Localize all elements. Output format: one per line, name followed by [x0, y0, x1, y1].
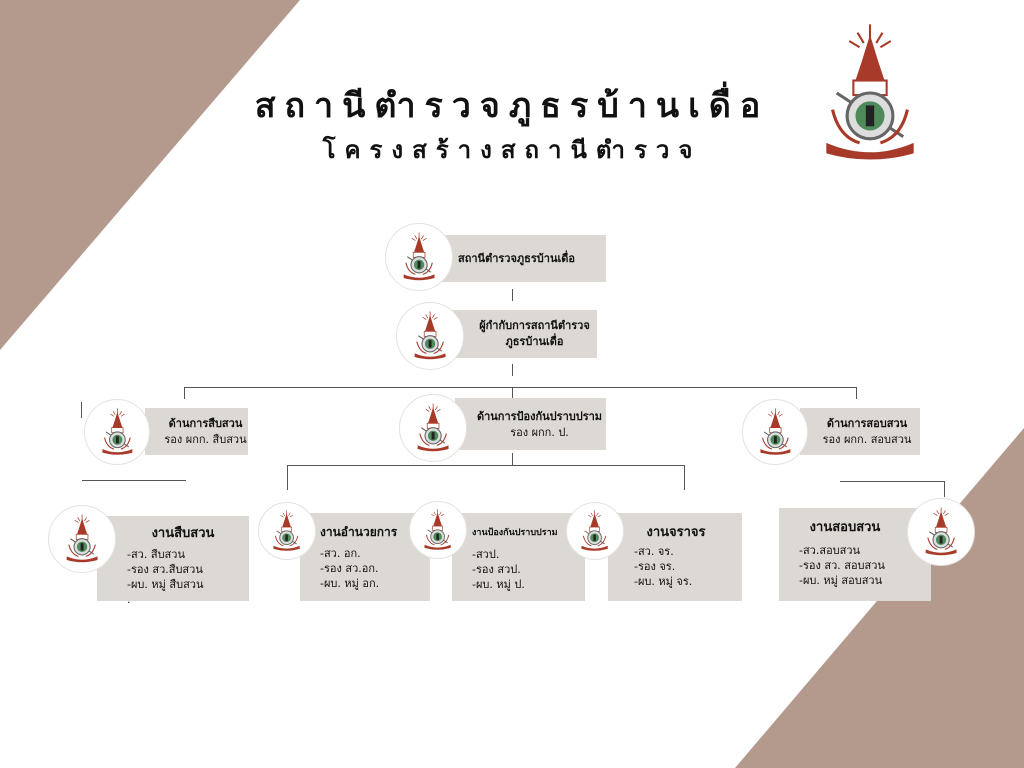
deputy-node-investigation: ด้านการสืบสวน รอง ผกก. สืบสวน — [145, 408, 248, 455]
connector-line — [684, 465, 685, 490]
unit-item: -รอง สว.อก. — [320, 562, 379, 575]
deputy-title: ด้านการสืบสวน — [168, 417, 243, 430]
emblem-icon — [566, 502, 624, 560]
deputy-subtitle: รอง ผกก. สอบสวน — [822, 433, 912, 446]
connector-line — [287, 465, 288, 490]
unit-item: -รอง สวป. — [472, 563, 521, 576]
deputy-subtitle: รอง ผกก. สืบสวน — [164, 433, 247, 446]
connector-line — [287, 465, 685, 466]
emblem-icon — [396, 302, 464, 370]
unit-item: -รอง สว.สืบสวน — [127, 563, 203, 576]
unit-item: -สว.สอบสวน — [799, 544, 861, 557]
emblem-icon — [385, 223, 453, 291]
unit-item: -ผบ. หมู่ สอบสวน — [799, 574, 883, 587]
emblem-icon — [742, 399, 808, 465]
emblem-icon — [399, 394, 467, 462]
unit-node-prevention: งานป้องกันปราบปราม -สวป. -รอง สวป. -ผบ. … — [452, 513, 585, 601]
unit-node-administration: งานอำนวยการ -สว. อก. -รอง สว.อก. -ผบ. หม… — [300, 513, 430, 601]
connector-line — [512, 364, 513, 376]
unit-title: งานสอบสวน — [809, 520, 881, 535]
unit-title: งานป้องกันปราบปราม — [472, 528, 558, 538]
unit-item: -ผบ. หมู่ จร. — [634, 575, 693, 588]
unit-item: -ผบ. หมู่ สืบสวน — [127, 578, 204, 591]
emblem-icon — [48, 505, 116, 573]
unit-item: -สว. อก. — [320, 547, 361, 560]
police-emblem-logo — [818, 18, 922, 168]
commander-title-line2: ภูธรบ้านเดื่อ — [505, 335, 564, 348]
unit-item: -ผบ. หมู่ อก. — [320, 577, 380, 590]
commander-title-line1: ผู้กำกับการสถานีตำรวจ — [479, 319, 590, 332]
emblem-icon — [258, 502, 316, 560]
unit-node-investigation: งานสืบสวน -สว. สืบสวน -รอง สว.สืบสวน -ผบ… — [97, 516, 249, 606]
connector-line — [81, 402, 82, 418]
unit-item: -ผบ. หมู่ ป. — [472, 578, 525, 591]
page-title: สถานีตำรวจภูธรบ้านเดื่อ — [254, 86, 770, 126]
unit-title: งานสืบสวน — [151, 526, 215, 541]
page-subtitle: โครงสร้างสถานีตำรวจ — [322, 135, 702, 164]
root-label: สถานีตำรวจภูธรบ้านเดื่อ — [458, 251, 575, 265]
unit-item: -รอง สว. สอบสวน — [799, 559, 885, 572]
unit-node-traffic: งานจราจร -สว. จร. -รอง จร. -ผบ. หมู่ จร. — [608, 513, 742, 601]
connector-line — [512, 289, 513, 301]
deputy-node-inquiry: ด้านการสอบสวน รอง ผกก. สอบสวน — [800, 408, 920, 455]
emblem-icon — [907, 498, 975, 566]
connector-line — [512, 387, 513, 399]
connector-line — [82, 480, 186, 481]
unit-item: -สว. จร. — [634, 545, 674, 558]
deputy-title: ด้านการสอบสวน — [826, 417, 908, 430]
top-left-triangle — [0, 0, 300, 350]
emblem-icon — [409, 501, 467, 559]
unit-node-inquiry: งานสอบสวน -สว.สอบสวน -รอง สว. สอบสวน -ผบ… — [779, 508, 931, 601]
root-node: สถานีตำรวจภูธรบ้านเดื่อ — [440, 235, 606, 282]
emblem-icon — [84, 399, 150, 465]
unit-title: งานอำนวยการ — [320, 525, 398, 539]
connector-line — [840, 481, 944, 482]
deputy-subtitle: รอง ผกก. ป. — [510, 425, 569, 439]
commander-node: ผู้กำกับการสถานีตำรวจ ภูธรบ้านเดื่อ — [450, 310, 597, 358]
unit-item: -รอง จร. — [634, 560, 676, 573]
unit-item: . — [127, 593, 131, 606]
deputy-title: ด้านการป้องกันปราบปราม — [476, 409, 603, 423]
unit-title: งานจราจร — [646, 525, 706, 540]
unit-item: -สว. สืบสวน — [127, 548, 185, 561]
connector-line — [184, 387, 185, 399]
connector-line — [184, 387, 857, 388]
connector-line — [512, 453, 513, 465]
connector-line — [856, 387, 857, 399]
unit-item: -สวป. — [472, 548, 500, 561]
deputy-node-prevention: ด้านการป้องกันปราบปราม รอง ผกก. ป. — [455, 398, 606, 450]
connector-line — [944, 481, 945, 497]
